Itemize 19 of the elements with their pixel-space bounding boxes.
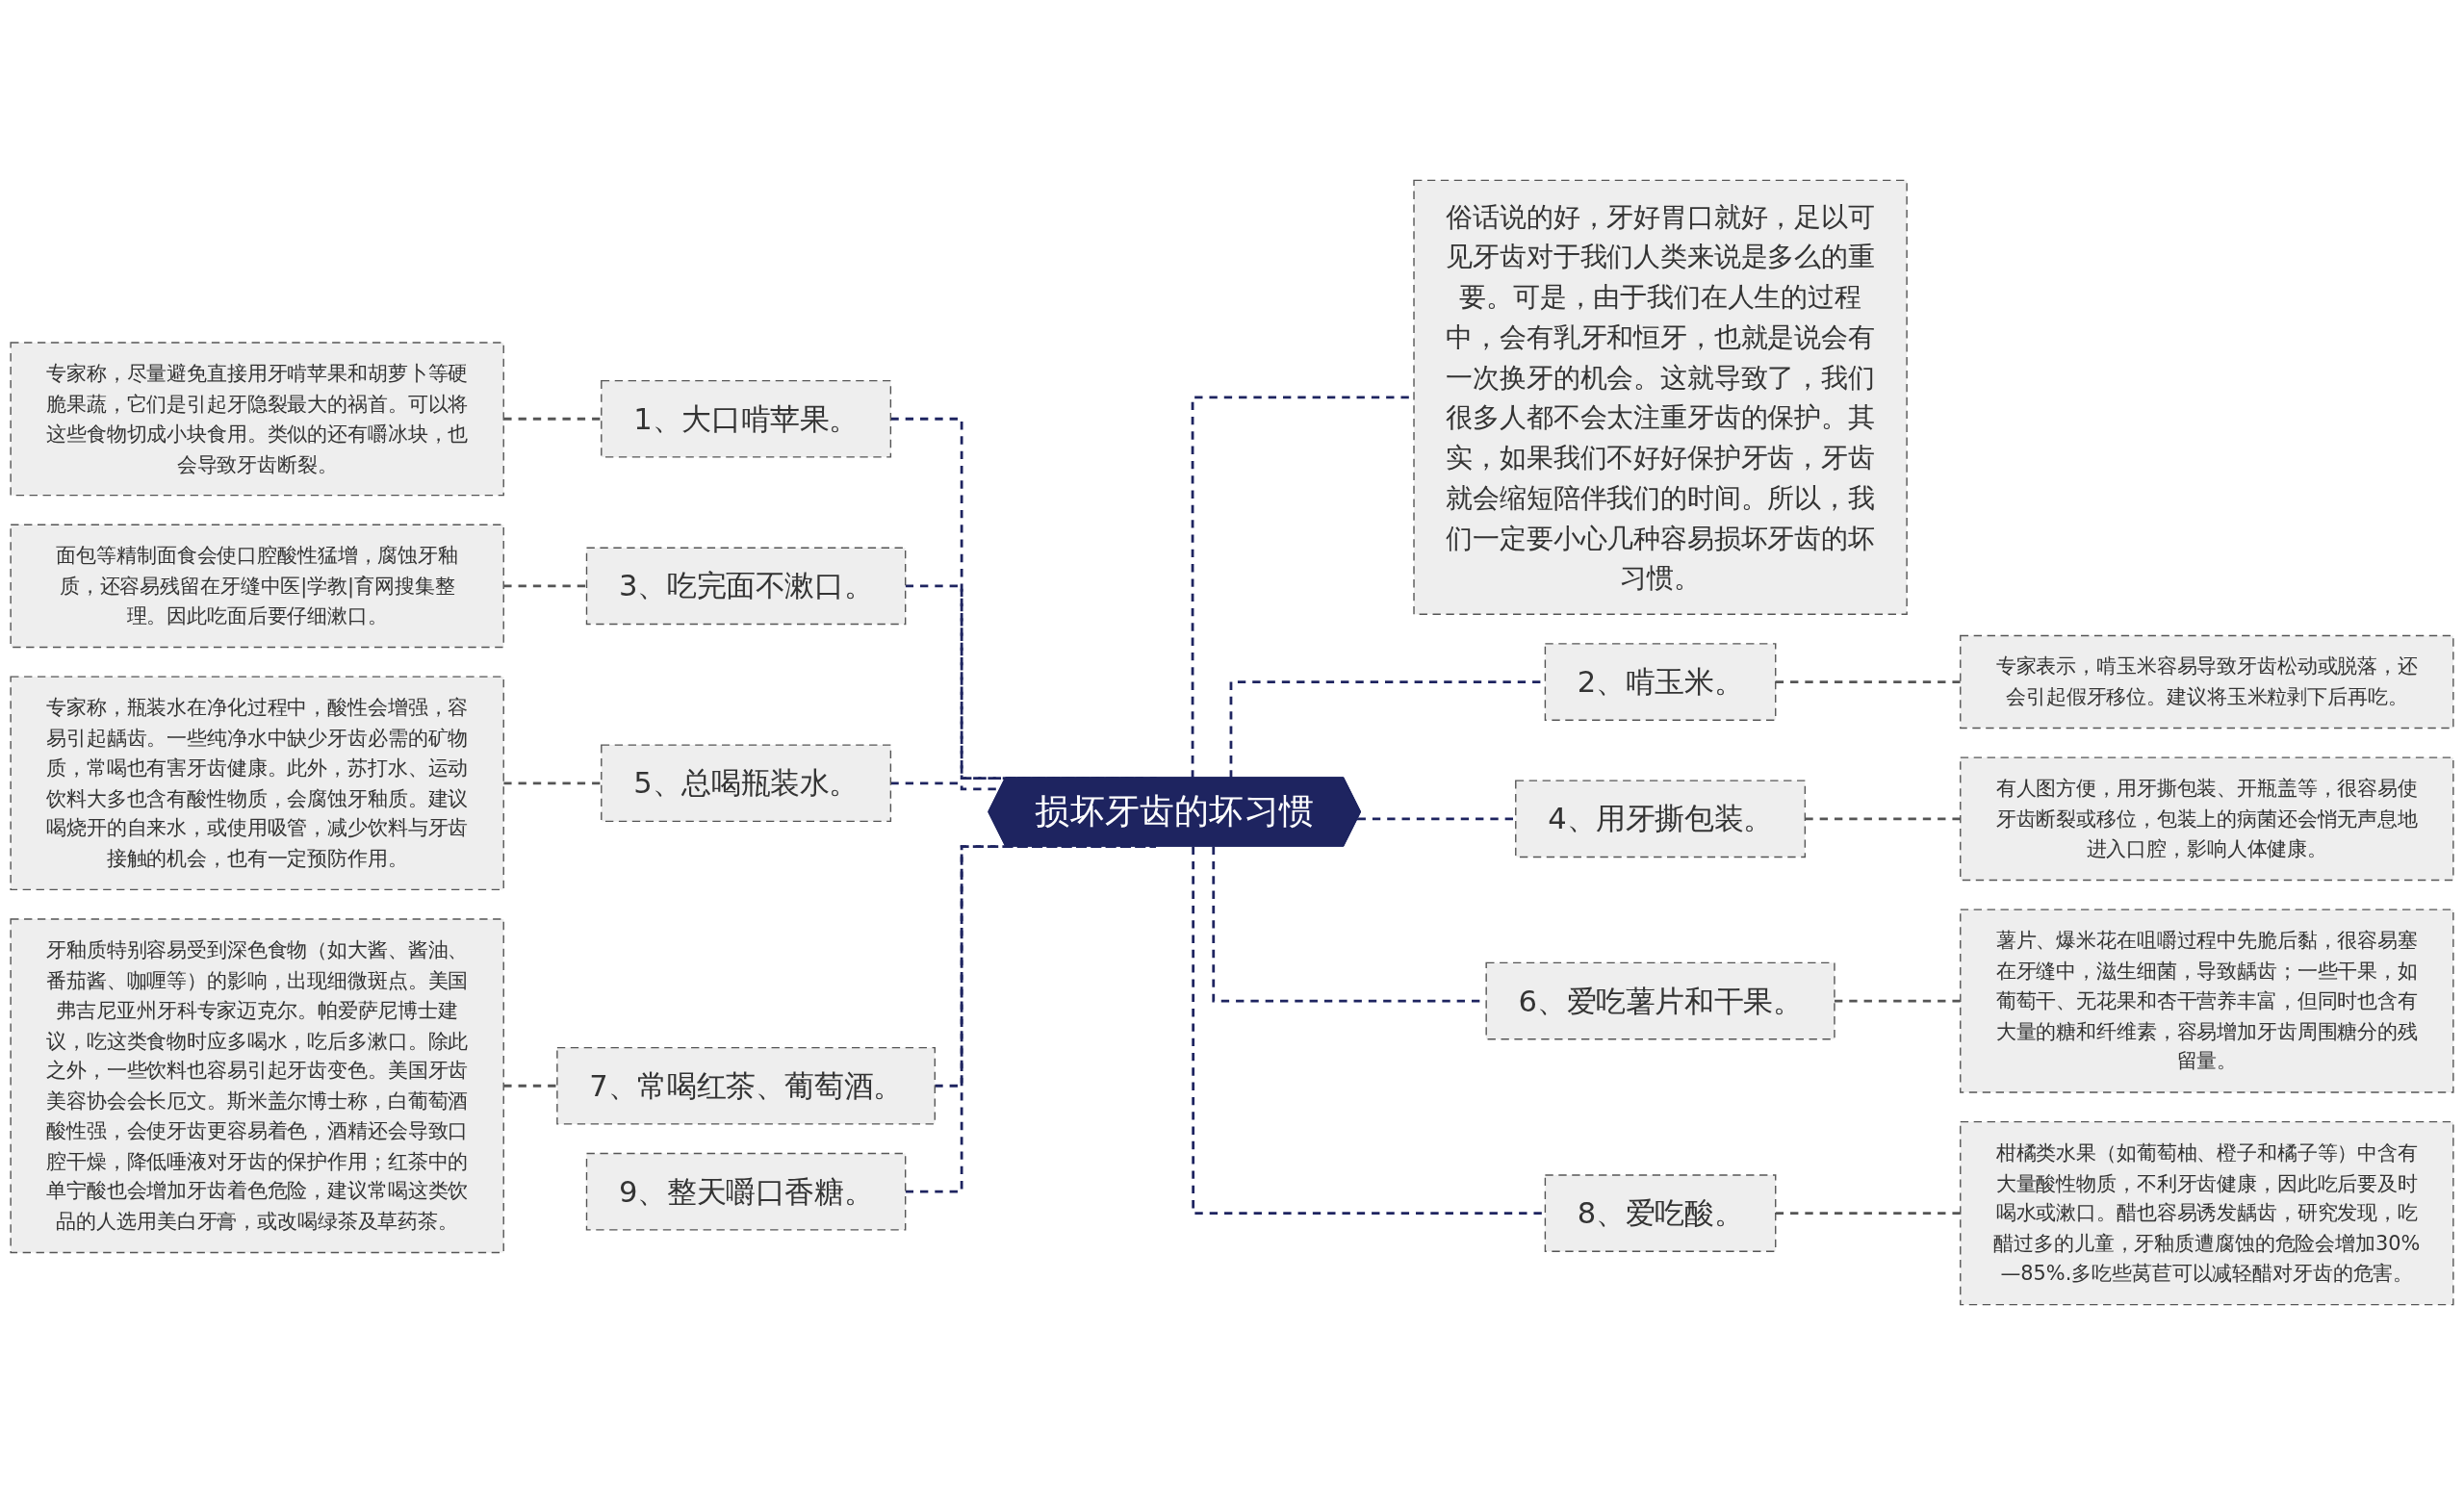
node-box: 6、爱吃薯片和干果。: [1485, 961, 1835, 1040]
connector: [1356, 817, 1516, 821]
node-box: 牙釉质特别容易受到深色食物（如大酱、酱油、番茄酱、咖喱等）的影响，出现细微斑点。美国弗吉尼亚州牙科专家迈克尔。帕爱萨尼博士建议，吃这类食物时应多喝水，吃后多漱口。除此之外，一些饮料也容易引起牙齿变色。美国牙齿美容协会会长厄文。斯米盖尔博士称，白葡萄酒酸性强，会使牙齿更容易着色，酒精还会导致口腔干燥，降低唾液对牙齿的保护作用；红茶中的单宁酸也会增加牙齿着色危险，建议常喝这类饮品的人选用美白牙膏，或改喝绿茶及草药茶。: [10, 918, 504, 1254]
node-box: 5、总喝瓶装水。: [601, 744, 892, 823]
node-box: 8、爱吃酸。: [1544, 1174, 1777, 1252]
node-box: 4、用牙撕包装。: [1515, 780, 1807, 858]
node-box: 专家称，瓶装水在净化过程中，酸性会增强，容易引起龋齿。一些纯净水中缺少牙齿必需的矿物质，常喝也有害牙齿健康。此外，苏打水、运动饮料大多也含有酸性物质，会腐蚀牙釉质。建议喝烧开的自来水，或使用吸管，减少饮料与牙齿接触的机会，也有一定预防作用。: [10, 676, 504, 891]
node-box: 面包等精制面食会使口腔酸性猛增，腐蚀牙釉质，还容易残留在牙缝中医|学教|育网搜集整理。因此吃面后要仔细漱口。: [10, 524, 504, 649]
node-box: 薯片、爆米花在咀嚼过程中先脆后黏，很容易塞在牙缝中，滋生细菌，导致龋齿；一些干果，如葡萄干、无花果和杏干营养丰富，但同时也含有大量的糖和纤维素，容易增加牙齿周围糖分的残留量。: [1960, 909, 2454, 1093]
node-box: 2、啃玉米。: [1544, 643, 1777, 721]
node-box: 柑橘类水果（如葡萄柚、橙子和橘子等）中含有大量酸性物质，不利牙齿健康，因此吃后要及时喝水或漱口。醋也容易诱发龋齿，研究发现，吃醋过多的儿童，牙釉质遭腐蚀的危险会增加30%—85%.多吃些莴苣可以减轻醋对牙齿的危害。: [1960, 1120, 2454, 1306]
node-box: 1、大口啃苹果。: [601, 379, 892, 458]
node-box: 7、常喝红茶、葡萄酒。: [556, 1046, 936, 1125]
node-box: 9、整天嚼口香糖。: [585, 1152, 907, 1231]
node-box: 有人图方便，用牙撕包装、开瓶盖等，很容易使牙齿断裂或移位，包装上的病菌还会悄无声息地进入口腔，影响人体健康。: [1960, 756, 2454, 882]
node-box: 专家表示，啃玉米容易导致牙齿松动或脱落，还会引起假牙移位。建议将玉米粒剥下后再吃。: [1960, 634, 2454, 730]
node-box: 专家称，尽量避免直接用牙啃苹果和胡萝卜等硬脆果蔬，它们是引起牙隐裂最大的祸首。可以将这些食物切成小块食用。类似的还有嚼冰块，也会导致牙齿断裂。: [10, 342, 504, 497]
node-box: 俗话说的好，牙好胃口就好，足以可见牙齿对于我们人类来说是多么的重要。可是，由于我们在人生的过程中，会有乳牙和恒牙，也就是说会有一次换牙的机会。这就导致了，我们很多人都不会太注重牙齿的保护。其实，如果我们不好好保护牙齿，牙齿就会缩短陪伴我们的时间。所以，我们一定要小心几种容易损坏牙齿的坏习惯。: [1413, 179, 1908, 615]
node-box: 3、吃完面不漱口。: [585, 547, 907, 626]
